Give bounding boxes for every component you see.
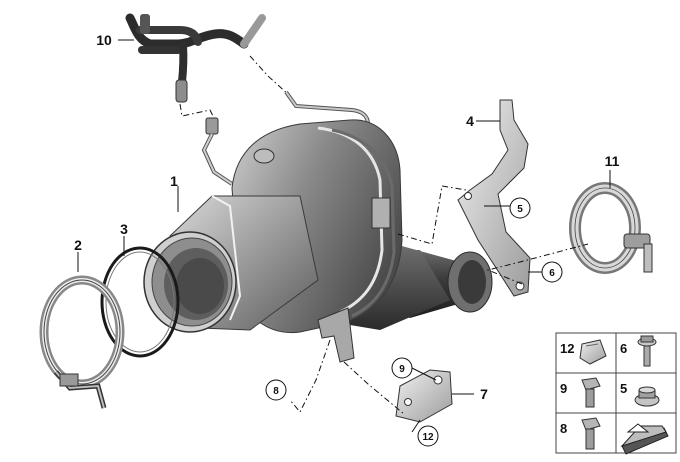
legend-item-9: 9: [560, 377, 601, 408]
seal-ring: [100, 246, 180, 358]
svg-text:6: 6: [549, 268, 555, 279]
svg-text:12: 12: [560, 341, 574, 356]
callout-11: 11: [605, 153, 620, 169]
callout-8: 8: [265, 379, 287, 401]
hose-assembly: [125, 13, 266, 103]
callout-4: 4: [466, 113, 474, 129]
callout-3: 3: [120, 221, 128, 237]
particulate-filter: [143, 119, 493, 363]
clip-nut-icon: [579, 339, 607, 365]
support-bracket: [457, 99, 531, 297]
callout-5: 5: [509, 197, 531, 219]
hex-bolt-icon: [581, 377, 601, 408]
svg-text:6: 6: [620, 341, 627, 356]
svg-text:9: 9: [399, 364, 405, 375]
svg-text:8: 8: [560, 421, 567, 436]
callout-1: 1: [170, 173, 178, 189]
mounting-bracket: [395, 369, 453, 423]
callout-10: 10: [96, 32, 112, 48]
legend-item-8: 8: [560, 417, 601, 450]
collar-nut-icon: [634, 386, 660, 407]
hex-screw-icon: [581, 417, 601, 450]
v-band-clamp: [39, 275, 125, 409]
svg-text:8: 8: [273, 386, 279, 397]
legend-item-6: 6: [620, 335, 657, 367]
pipe-clamp: [569, 182, 653, 274]
callout-12: 12: [417, 425, 439, 447]
callout-7: 7: [480, 386, 488, 402]
svg-text:9: 9: [560, 381, 567, 396]
legend-item-5: 5: [620, 381, 660, 407]
callout-9: 9: [391, 357, 413, 379]
callout-6: 6: [541, 261, 563, 283]
callout-2: 2: [74, 237, 82, 253]
svg-text:5: 5: [620, 381, 627, 396]
legend-table: 12 6 9 5: [555, 332, 677, 455]
direction-arrow-icon: [620, 423, 669, 455]
svg-text:12: 12: [422, 432, 434, 443]
flange-bolt-icon: [637, 335, 657, 367]
legend-item-12: 12: [560, 339, 607, 365]
svg-text:5: 5: [517, 204, 523, 215]
sensor-pipe: [201, 90, 370, 186]
